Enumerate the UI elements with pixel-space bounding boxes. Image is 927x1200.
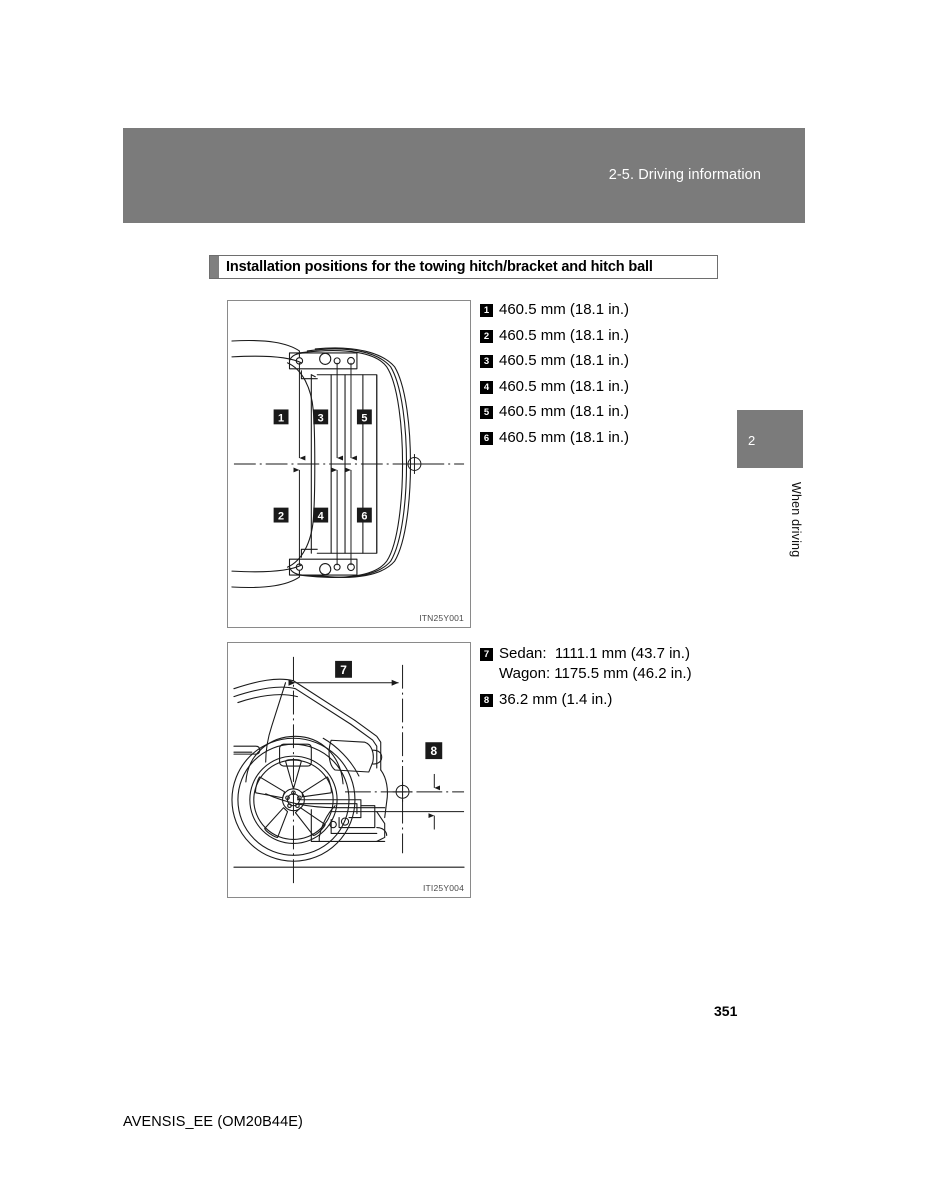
section-title-accent-block (210, 256, 219, 278)
hitch-bracket-bottom-view-drawing: 1 2 3 4 5 6 (231, 340, 465, 588)
svg-text:4: 4 (318, 511, 324, 523)
page-header-band: 2-5. Driving information (123, 128, 805, 223)
svg-text:3: 3 (318, 412, 324, 424)
svg-text:6: 6 (361, 511, 367, 523)
chapter-tab-marker: 2 (737, 410, 803, 468)
svg-text:5: 5 (361, 412, 367, 424)
callout-badge: 1 (480, 304, 493, 317)
measurement-value-wagon: Wagon: 1175.5 mm (46.2 in.) (499, 665, 692, 682)
figure-callout-badge-8 (425, 742, 443, 760)
svg-text:1: 1 (278, 412, 284, 424)
hitch-ball-side-view-drawing: 7 8 (231, 656, 465, 888)
measurement-value: 460.5 mm (18.1 in.) (499, 301, 630, 318)
figure-callout-badges: 1 2 3 4 5 6 (273, 409, 372, 523)
svg-text:7: 7 (340, 663, 347, 677)
measurement-value: 460.5 mm (18.1 in.) (499, 326, 630, 344)
callout-badge: 7 (480, 648, 493, 661)
figure-hitch-ball-position: 7 8 ITI25Y004 (227, 642, 471, 898)
figure-callout-badge-7 (335, 660, 352, 678)
measurement-value: 36.2 mm (1.4 in.) (499, 690, 613, 708)
measurement-value: 460.5 mm (18.1 in.) (499, 403, 630, 420)
list-item: 3 460.5 mm (18.1 in.) (480, 351, 629, 371)
callout-badge: 6 (480, 431, 493, 445)
page-number: 351 (714, 1003, 738, 1019)
measurement-value-sedan: Sedan: 1111.1 mm (43.7 in.) (499, 645, 690, 662)
figure-towing-hitch-bracket-positions: 1 2 3 4 5 6 ITN25Y001 (227, 300, 471, 628)
measurement-value: 460.5 mm (18.1 in.) (499, 352, 630, 369)
callout-badge: 3 (480, 355, 493, 368)
list-item: 7 Sedan: 1111.1 mm (43.7 in.) Wagon: 117… (480, 644, 692, 684)
callout-badge: 8 (480, 693, 493, 707)
list-item: 6 460.5 mm (18.1 in.) (480, 428, 629, 448)
list-item: 4 460.5 mm (18.1 in.) (480, 377, 629, 397)
breadcrumb: 2-5. Driving information (608, 167, 761, 183)
callout-badge: 4 (480, 380, 493, 394)
svg-text:8: 8 (430, 744, 437, 758)
measurement-value: 460.5 mm (18.1 in.) (499, 377, 630, 395)
measurement-list-hitch-bracket: 1 460.5 mm (18.1 in.) 2 460.5 mm (18.1 i… (480, 300, 629, 453)
callout-badge: 2 (480, 329, 493, 343)
list-item: 1 460.5 mm (18.1 in.) (480, 300, 629, 320)
chapter-tab-number: 2 (748, 433, 756, 448)
measurement-list-hitch-ball: 7 Sedan: 1111.1 mm (43.7 in.) Wagon: 117… (480, 644, 692, 715)
figure-reference-code: ITI25Y004 (422, 883, 464, 893)
chapter-tab-label: When driving (789, 482, 803, 558)
document-footer-id: AVENSIS_EE (OM20B44E) (123, 1114, 303, 1130)
list-item: 5 460.5 mm (18.1 in.) (480, 402, 629, 422)
section-title-bar: Installation positions for the towing hi… (209, 255, 718, 279)
svg-text:2: 2 (278, 511, 284, 523)
list-item: 2 460.5 mm (18.1 in.) (480, 326, 629, 346)
page-title: Installation positions for the towing hi… (226, 259, 653, 275)
callout-badge: 5 (480, 406, 493, 419)
measurement-value: 460.5 mm (18.1 in.) (499, 428, 630, 446)
list-item: 8 36.2 mm (1.4 in.) (480, 690, 692, 710)
figure-reference-code: ITN25Y001 (419, 613, 464, 623)
